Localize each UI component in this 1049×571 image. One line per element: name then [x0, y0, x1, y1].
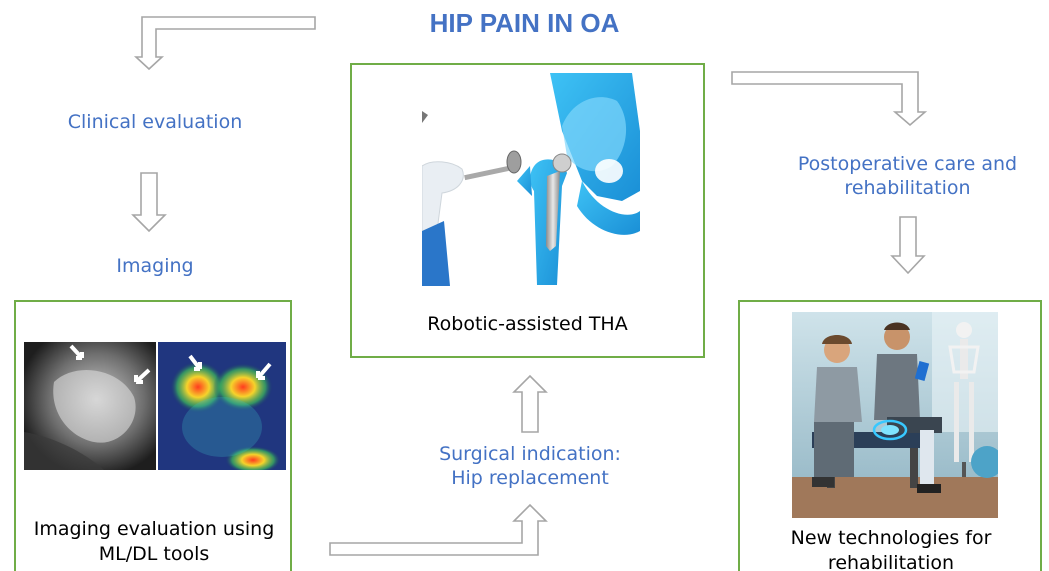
rehabilitation-illustration: [792, 312, 998, 518]
imaging-evaluation-box: Imaging evaluation using ML/DL tools: [14, 300, 292, 571]
imaging-evaluation-caption: Imaging evaluation using ML/DL tools: [16, 517, 292, 567]
robotic-tha-caption: Robotic-assisted THA: [352, 312, 703, 337]
imaging-evaluation-line-2: ML/DL tools: [16, 542, 292, 567]
heatmap-image: [158, 342, 286, 470]
imaging-evaluation-line-1: Imaging evaluation using: [16, 517, 292, 542]
xray-image: [24, 342, 156, 470]
rehabilitation-caption: New technologies for rehabilitation: [740, 526, 1042, 571]
rehabilitation-line-1: New technologies for: [740, 526, 1042, 551]
robotic-tha-box: Robotic-assisted THA: [350, 63, 705, 358]
robotic-hip-illustration: [422, 71, 640, 286]
rehabilitation-line-2: rehabilitation: [740, 551, 1042, 571]
rehabilitation-box: New technologies for rehabilitation: [738, 300, 1042, 571]
